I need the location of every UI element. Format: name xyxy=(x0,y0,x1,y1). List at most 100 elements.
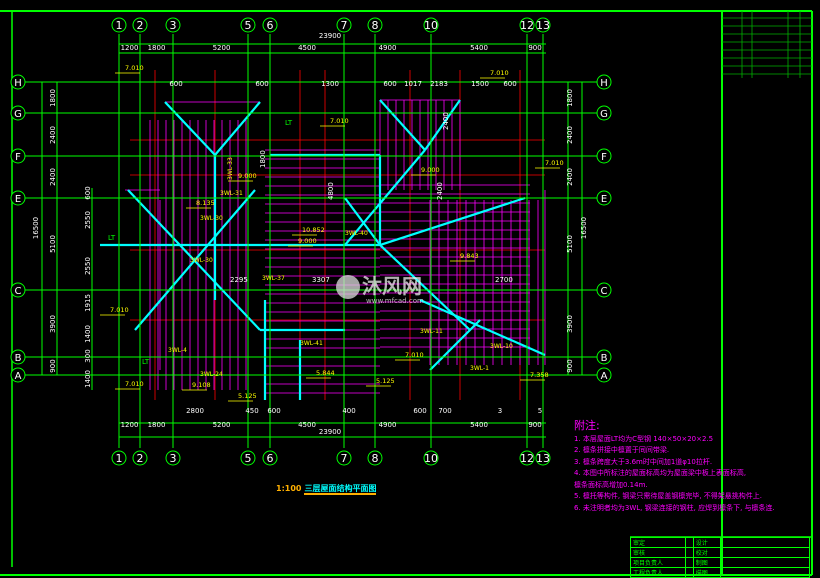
tb-cell xyxy=(719,557,810,568)
purlin-lines xyxy=(125,99,546,394)
beam-label: 3WL-37 xyxy=(262,275,285,282)
axis-label: E xyxy=(15,194,21,205)
beam-label: 3WL-30 xyxy=(190,257,213,264)
axis-label: 12 xyxy=(520,452,534,465)
dimension-text: 2183 xyxy=(430,80,448,88)
tb-cell xyxy=(684,567,694,578)
axis-bubble xyxy=(132,17,148,33)
hip-beam xyxy=(429,319,481,371)
misc-label: 2400 xyxy=(442,112,450,130)
dimension-text: 1800 xyxy=(566,89,574,107)
note-item: 2. 檩条拼接中檩置于同间带梁. xyxy=(574,446,670,454)
elevation-label: 9.000 xyxy=(421,166,440,174)
axis-bubble xyxy=(367,450,383,466)
dimension-text: 1017 xyxy=(404,80,422,88)
axis-label: 7 xyxy=(341,19,348,32)
axis-label: 2 xyxy=(137,19,144,32)
dimension-text: 600 xyxy=(267,407,280,415)
axis-bubble xyxy=(10,349,26,365)
axis-label: 6 xyxy=(267,452,274,465)
elevation-label: 7.010 xyxy=(490,69,509,77)
misc-label: 1800 xyxy=(259,150,267,168)
axis-bubble xyxy=(535,450,551,466)
tb-cell xyxy=(684,547,694,558)
elevation-label: 7.010 xyxy=(545,159,564,167)
hip-beam xyxy=(379,99,426,151)
dimension-text: 600 xyxy=(169,80,182,88)
dimension-text: 3 xyxy=(498,407,502,415)
axis-label: 13 xyxy=(536,452,550,465)
elevation-label: 7.010 xyxy=(330,117,349,125)
title-block: 审定设计 审核校对 项目负责人制图 工程负责人描图 xyxy=(630,537,810,578)
dimension-text: 900 xyxy=(528,421,541,429)
elevation-label: 8.135 xyxy=(196,199,215,207)
axis-bubble xyxy=(240,17,256,33)
hip-beam xyxy=(419,298,546,357)
note-item: 4. 本图中所标注的屋面标高均为屋面梁中板上表面标高, xyxy=(574,469,747,477)
misc-label: 3307 xyxy=(312,276,330,284)
hip-beam xyxy=(214,101,261,156)
axis-bubble xyxy=(596,367,612,383)
dimension-text: 1500 xyxy=(471,80,489,88)
notes-panel: 附注: 1. 本层屋面LT均为C型钢 140×50×20×2.5 2. 檩条拼接… xyxy=(574,420,775,514)
dimension-text: 2400 xyxy=(49,126,57,144)
dimension-text: 1200 xyxy=(121,44,139,52)
axis-bubble xyxy=(336,17,352,33)
dimension-text: 3900 xyxy=(49,315,57,333)
elevation-label: 5.844 xyxy=(316,369,335,377)
note-item: 檩条面标高增加0.14m. xyxy=(574,480,648,489)
tb-cell: 审定 xyxy=(630,537,686,548)
elevation-label: 10.852 xyxy=(302,226,325,234)
dimension-text: 16500 xyxy=(32,217,40,239)
drawing-name: 三层屋面结构平面图 xyxy=(304,484,377,495)
dimension-text: 600 xyxy=(255,80,268,88)
axis-bubble xyxy=(111,450,127,466)
axis-bubble xyxy=(10,282,26,298)
elevation-label: 7.010 xyxy=(405,351,424,359)
tb-cell: 制图 xyxy=(692,557,721,568)
dimension-text: 5200 xyxy=(213,421,231,429)
dimension-text: 1800 xyxy=(148,44,166,52)
tb-cell xyxy=(684,537,694,548)
beam-label: 3WL-11 xyxy=(420,328,443,335)
elevation-label: 9.000 xyxy=(238,172,257,180)
dimension-text: 900 xyxy=(49,359,57,372)
dimension-text: 1400 xyxy=(84,370,92,388)
axis-label: C xyxy=(601,286,608,297)
dimension-text: 700 xyxy=(438,407,451,415)
misc-label: 2295 xyxy=(230,276,248,284)
dimension-text: 23900 xyxy=(319,428,341,436)
axis-bubble xyxy=(165,450,181,466)
tb-cell: 审核 xyxy=(630,547,686,558)
note-item: 5. 檩托等构件, 钢梁只需待屋盖钢檩完毕, 不得架悬挑构件上. xyxy=(574,492,763,500)
misc-label: LT xyxy=(108,234,116,242)
axis-label: 12 xyxy=(520,19,534,32)
beam-label: 3WL-41 xyxy=(300,340,323,347)
dimension-text: 5100 xyxy=(49,235,57,253)
axis-bubble xyxy=(535,17,551,33)
elevation-label: 9.108 xyxy=(192,381,211,389)
axis-label: G xyxy=(600,109,608,120)
watermark: 沐风网 www.mfcad.com xyxy=(336,274,424,305)
watermark-url: www.mfcad.com xyxy=(366,297,424,305)
tb-cell: 设计 xyxy=(692,537,721,548)
tb-cell: 描图 xyxy=(692,567,721,578)
axis-label: F xyxy=(15,152,21,163)
elevation-label: 9.843 xyxy=(460,252,479,260)
dimension-text: 1300 xyxy=(321,80,339,88)
axis-bubble xyxy=(336,450,352,466)
dimension-text: 4900 xyxy=(379,421,397,429)
dimension-text: 600 xyxy=(413,407,426,415)
axis-label: 13 xyxy=(536,19,550,32)
axis-bubble xyxy=(10,367,26,383)
dimension-text: 1400 xyxy=(84,325,92,343)
beam-label: 3WL-30 xyxy=(200,215,223,222)
axis-label: 5 xyxy=(245,452,252,465)
axis-label: H xyxy=(14,78,22,89)
axis-label: 7 xyxy=(341,452,348,465)
axis-label: B xyxy=(15,353,22,364)
dimension-text: 4900 xyxy=(379,44,397,52)
axis-label: E xyxy=(601,194,607,205)
